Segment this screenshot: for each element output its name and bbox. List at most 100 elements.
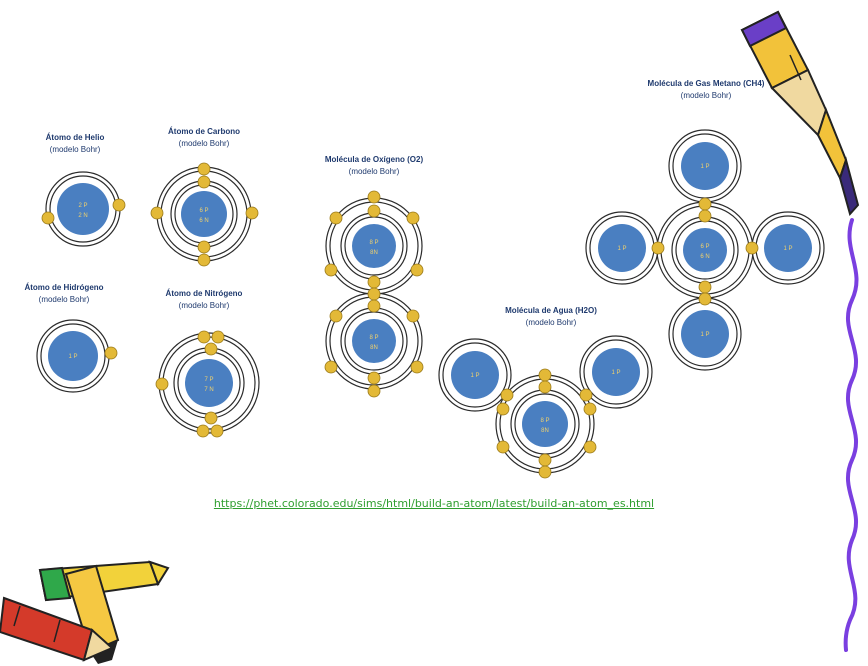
nucleus xyxy=(522,401,568,447)
electron xyxy=(329,309,343,323)
electron xyxy=(500,388,514,402)
caption-title: Átomo de Hidrógeno xyxy=(24,283,104,292)
nucleus-label: 1 P xyxy=(68,354,77,360)
electron xyxy=(367,190,381,204)
electron xyxy=(197,240,211,254)
caption-agua: Molécula de Agua (H2O) (modelo Bohr) xyxy=(466,305,636,329)
electron xyxy=(197,175,211,189)
electron xyxy=(367,287,381,301)
electron xyxy=(367,204,381,218)
electron xyxy=(579,388,593,402)
phet-link[interactable]: https://phet.colorado.edu/sims/html/buil… xyxy=(213,497,655,510)
nucleus xyxy=(681,142,729,190)
nucleus-label: 6 P xyxy=(700,244,709,250)
electron xyxy=(196,424,210,438)
nucleus-label: 1 P xyxy=(783,246,792,252)
electron xyxy=(745,241,759,255)
nucleus-label: 8N xyxy=(370,250,378,256)
nucleus xyxy=(592,348,640,396)
caption-sub: (modelo Bohr) xyxy=(178,301,230,310)
orbit xyxy=(583,339,649,405)
orbit xyxy=(442,342,508,408)
caption-sub: (modelo Bohr) xyxy=(178,139,230,148)
nucleus-label: 8N xyxy=(370,345,378,351)
nucleus xyxy=(185,359,233,407)
nucleus-label: 1 P xyxy=(470,373,479,379)
caption-title: Molécula de Oxígeno (O2) xyxy=(324,155,424,164)
nucleus xyxy=(764,224,812,272)
electron xyxy=(538,453,552,467)
electron xyxy=(112,198,126,212)
caption-sub: (modelo Bohr) xyxy=(38,295,90,304)
electron xyxy=(210,424,224,438)
nucleus xyxy=(181,191,227,237)
electron xyxy=(155,377,169,391)
electron xyxy=(329,211,343,225)
crayons-icon xyxy=(0,560,170,664)
electron xyxy=(583,440,597,454)
electron xyxy=(496,440,510,454)
electron xyxy=(367,299,381,313)
nucleus-label: 6 N xyxy=(199,218,208,224)
nucleus xyxy=(352,319,396,363)
atom-helium: 2 P 2 N xyxy=(41,171,126,247)
nucleus-label: 8 P xyxy=(369,240,378,246)
nucleus xyxy=(57,183,109,235)
nucleus-label: 2 P xyxy=(78,203,87,209)
nucleus-label: 7 N xyxy=(204,387,213,393)
caption-title: Átomo de Carbono xyxy=(168,127,240,136)
nucleus-label: 8 P xyxy=(540,418,549,424)
electron xyxy=(410,263,424,277)
nucleus xyxy=(683,228,727,272)
nucleus-label: 1 P xyxy=(617,246,626,252)
caption-sub: (modelo Bohr) xyxy=(49,145,101,154)
molecule-water: 1 P 1 P 8 P 8N xyxy=(438,335,653,479)
atom-carbon: 6 P 6 N xyxy=(150,162,259,267)
electron xyxy=(698,209,712,223)
atom-nitrogen: 7 P 7 N xyxy=(155,330,260,438)
nucleus-label: 1 P xyxy=(700,164,709,170)
nucleus xyxy=(451,351,499,399)
nucleus-label: 6 P xyxy=(199,208,208,214)
nucleus xyxy=(598,224,646,272)
electron xyxy=(651,241,665,255)
nucleus-label: 6 N xyxy=(700,254,709,260)
electron xyxy=(698,292,712,306)
caption-title: Átomo de Nitrógeno xyxy=(165,289,243,298)
nucleus-label: 1 P xyxy=(700,332,709,338)
electron xyxy=(406,309,420,323)
nucleus-label: 7 P xyxy=(204,377,213,383)
nucleus-label: 2 N xyxy=(78,213,87,219)
caption-nitrogeno: Átomo de Nitrógeno (modelo Bohr) xyxy=(146,288,262,312)
electron xyxy=(406,211,420,225)
electron xyxy=(197,253,211,267)
caption-metano: Molécula de Gas Metano (CH4) (modelo Boh… xyxy=(606,78,806,102)
molecule-oxygen: 8 P 8N 8 P 8N xyxy=(324,190,424,398)
caption-sub: (modelo Bohr) xyxy=(680,91,732,100)
orbit xyxy=(579,335,653,409)
electron xyxy=(698,197,712,211)
pencil-icon xyxy=(740,10,860,217)
caption-oxigeno: Molécula de Oxígeno (O2) (modelo Bohr) xyxy=(292,154,456,178)
electron xyxy=(211,330,225,344)
molecule-methane: 1 P 1 P 1 P 1 P 6 P 6 N xyxy=(585,129,825,371)
electron xyxy=(197,162,211,176)
electron xyxy=(324,263,338,277)
electron xyxy=(410,360,424,374)
electron xyxy=(538,465,552,479)
electron xyxy=(367,384,381,398)
electron xyxy=(204,411,218,425)
electron xyxy=(538,380,552,394)
orbit xyxy=(40,323,106,389)
squiggle-line xyxy=(843,218,859,652)
nucleus xyxy=(48,331,98,381)
nucleus-label: 8N xyxy=(541,428,549,434)
electron xyxy=(496,402,510,416)
electron xyxy=(150,206,164,220)
electron xyxy=(245,206,259,220)
electron xyxy=(324,360,338,374)
electron xyxy=(204,342,218,356)
electron xyxy=(538,368,552,382)
caption-helio: Átomo de Helio (modelo Bohr) xyxy=(20,132,130,156)
